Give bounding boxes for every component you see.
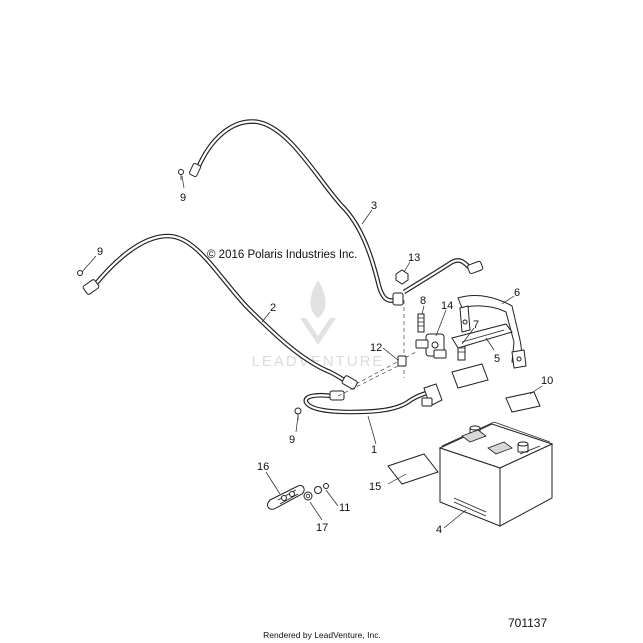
callout-3: 3 <box>371 200 377 212</box>
pad-15 <box>387 453 439 485</box>
assembly-line-c <box>337 361 407 397</box>
screw-9-upper <box>178 169 184 180</box>
bracket-5 <box>451 323 513 349</box>
watermark-text: LEADVENTURE <box>252 353 385 370</box>
callout-13: 13 <box>408 252 420 264</box>
callout-6: 6 <box>514 287 520 299</box>
callout-7: 7 <box>473 319 479 331</box>
leader-lines <box>81 175 543 529</box>
callout-14: 14 <box>441 300 453 312</box>
callout-17: 17 <box>316 522 328 534</box>
callout-9b: 9 <box>97 246 103 258</box>
fastener-17 <box>303 491 313 501</box>
leadventure-watermark: LEADVENTURE <box>252 280 385 370</box>
pad <box>451 363 489 389</box>
callout-5: 5 <box>494 353 500 365</box>
flame-logo-icon <box>300 280 336 345</box>
junction-block-14 <box>415 333 447 359</box>
copyright-notice: © 2016 Polaris Industries Inc. <box>207 249 357 261</box>
fastener-11 <box>314 483 329 494</box>
callout-1: 1 <box>371 444 377 456</box>
cable-2 <box>82 233 358 390</box>
bolt-8 <box>417 313 425 333</box>
nut-13 <box>395 269 409 285</box>
callout-9c: 9 <box>289 434 295 446</box>
screw-9-left <box>77 270 83 276</box>
fuse-holder-16 <box>267 485 305 510</box>
cable-3 <box>188 119 484 306</box>
cable-1 <box>303 383 443 415</box>
battery-4 <box>438 421 554 527</box>
pad-10 <box>505 391 541 413</box>
callout-4: 4 <box>436 524 442 536</box>
callout-15: 15 <box>369 481 381 493</box>
diagram-code: 701137 <box>508 616 547 630</box>
screw-9-lower <box>294 407 302 420</box>
callout-9a: 9 <box>180 192 186 204</box>
clip-12 <box>397 355 407 367</box>
callout-2: 2 <box>270 302 276 314</box>
callout-11: 11 <box>339 502 350 514</box>
callout-10: 10 <box>541 375 553 387</box>
render-credit: Rendered by LeadVenture, Inc. <box>263 630 381 640</box>
callout-8: 8 <box>420 295 426 307</box>
callout-12: 12 <box>370 342 382 354</box>
hold-down-strap-6 <box>457 295 527 369</box>
callout-16: 16 <box>257 461 269 473</box>
